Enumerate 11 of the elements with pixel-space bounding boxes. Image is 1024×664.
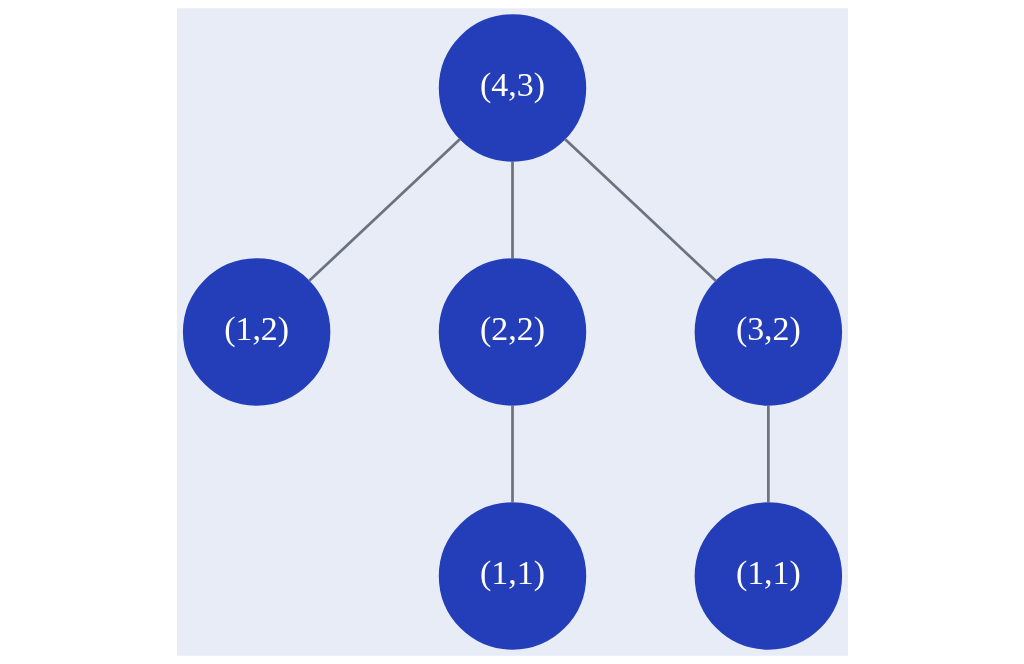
node-circle: (1,1) (694, 502, 842, 650)
node-circle: (2,2) (438, 258, 586, 406)
node-circle: (3,2) (694, 258, 842, 406)
connector (307, 138, 461, 283)
node-circle: (4,3) (438, 14, 586, 162)
connector (563, 138, 717, 283)
node-circle: (1,2) (182, 258, 330, 406)
connector (510, 161, 514, 259)
connector (766, 405, 770, 503)
node-circle: (1,1) (438, 502, 586, 650)
connector (510, 405, 514, 503)
